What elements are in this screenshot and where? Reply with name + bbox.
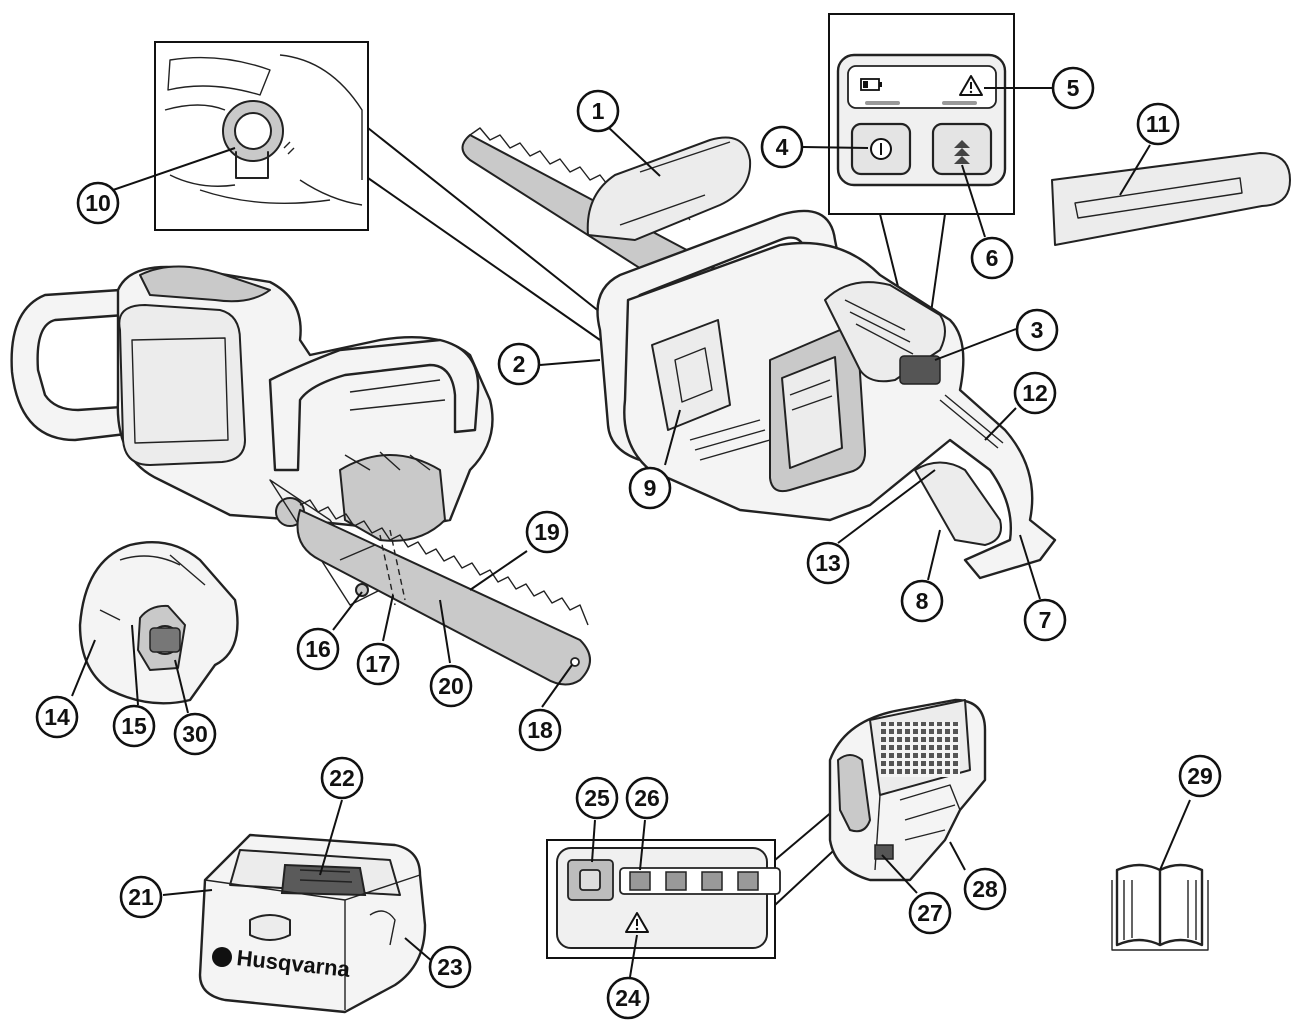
callout-1: 1: [576, 89, 620, 133]
callout-29: 29: [1178, 754, 1222, 798]
svg-text:19: 19: [534, 519, 560, 545]
svg-text:28: 28: [972, 876, 998, 902]
callout-20: 20: [429, 664, 473, 708]
svg-text:5: 5: [1067, 75, 1080, 101]
svg-text:12: 12: [1022, 380, 1048, 406]
svg-text:1: 1: [592, 98, 605, 124]
svg-text:9: 9: [644, 475, 657, 501]
callout-9: 9: [628, 466, 672, 510]
svg-text:21: 21: [128, 884, 154, 910]
sprocket-cover: [78, 541, 239, 705]
svg-text:10: 10: [85, 190, 111, 216]
svg-text:25: 25: [584, 785, 610, 811]
bar-guard: [1051, 152, 1291, 246]
battery-indicator-inset: [546, 839, 781, 959]
callout-3: 3: [1015, 308, 1059, 352]
svg-text:24: 24: [615, 985, 641, 1011]
chevron-up-icon: [954, 140, 970, 164]
battery-pack: [828, 698, 987, 882]
callout-4: 4: [760, 125, 804, 169]
callout-2: 2: [497, 342, 541, 386]
chainsaw-rear-view: [10, 265, 591, 686]
callout-11: 11: [1136, 102, 1180, 146]
svg-text:3: 3: [1031, 317, 1044, 343]
callout-22: 22: [320, 756, 364, 800]
callout-25: 25: [575, 776, 619, 820]
svg-text:8: 8: [916, 588, 929, 614]
callout-30: 30: [173, 712, 217, 756]
callout-13: 13: [806, 541, 850, 585]
open-book-icon: [1111, 863, 1209, 951]
battery-charger: Husqvarna: [198, 833, 427, 1014]
callout-21: 21: [119, 875, 163, 919]
svg-text:14: 14: [44, 704, 70, 730]
svg-text:23: 23: [437, 954, 463, 980]
battery-icon: [860, 78, 882, 91]
callout-19: 19: [525, 510, 569, 554]
callout-7: 7: [1023, 598, 1067, 642]
svg-text:17: 17: [365, 651, 391, 677]
callout-28: 28: [963, 867, 1007, 911]
inset-control-panel: [828, 13, 1015, 215]
svg-text:27: 27: [917, 900, 943, 926]
callout-10: 10: [76, 181, 120, 225]
chainsaw-main: [461, 127, 1057, 580]
callout-24: 24: [606, 976, 650, 1020]
callout-17: 17: [356, 642, 400, 686]
svg-text:13: 13: [815, 550, 841, 576]
svg-text:16: 16: [305, 636, 331, 662]
svg-text:30: 30: [182, 721, 208, 747]
callout-leaders: [71, 87, 1191, 978]
callout-12: 12: [1013, 371, 1057, 415]
callout-8: 8: [900, 579, 944, 623]
save-mode-button[interactable]: [931, 122, 993, 176]
callout-23: 23: [428, 945, 472, 989]
svg-text:26: 26: [634, 785, 660, 811]
callout-26: 26: [625, 776, 669, 820]
svg-text:6: 6: [986, 245, 999, 271]
callout-27: 27: [908, 891, 952, 935]
svg-text:18: 18: [527, 717, 553, 743]
svg-text:11: 11: [1146, 111, 1171, 137]
inset-oil-cap-detail: [154, 41, 369, 231]
svg-text:29: 29: [1187, 763, 1213, 789]
svg-text:2: 2: [513, 351, 526, 377]
callout-6: 6: [970, 236, 1014, 280]
battery-warning-icon: [625, 912, 649, 933]
svg-text:20: 20: [438, 673, 464, 699]
callout-18: 18: [518, 708, 562, 752]
svg-text:15: 15: [121, 713, 147, 739]
callout-5: 5: [1051, 66, 1095, 110]
warning-triangle-icon: [959, 75, 983, 96]
callout-15: 15: [112, 704, 156, 748]
svg-text:22: 22: [329, 765, 355, 791]
callout-14: 14: [35, 695, 79, 739]
svg-text:4: 4: [776, 134, 789, 160]
callout-16: 16: [296, 627, 340, 671]
power-button[interactable]: [850, 122, 912, 176]
svg-text:7: 7: [1039, 607, 1052, 633]
